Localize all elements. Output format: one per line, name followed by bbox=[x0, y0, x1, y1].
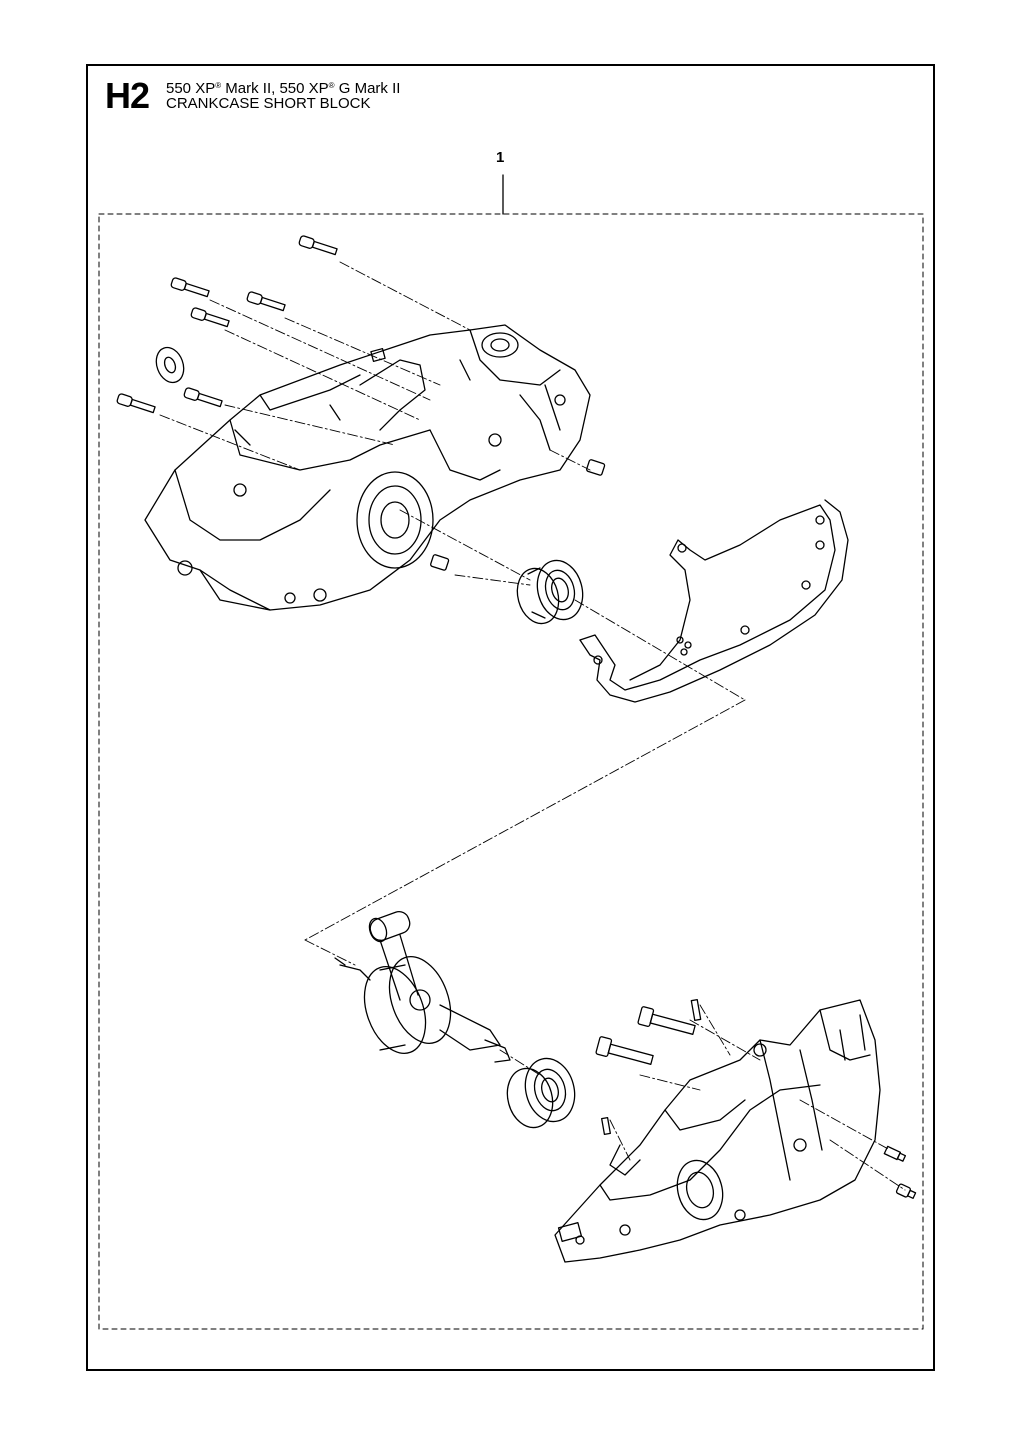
crankshaft bbox=[334, 910, 511, 1063]
crankcase-half-upper bbox=[144, 324, 591, 611]
section-code: H2 bbox=[105, 75, 150, 116]
model-part-1: 550 XP bbox=[166, 80, 216, 97]
page-title: CRANKCASE SHORT BLOCK bbox=[166, 95, 371, 112]
model-part-2: Mark II, 550 XP bbox=[221, 80, 329, 97]
assembly-lines bbox=[159, 261, 906, 1191]
main-bearing-upper bbox=[516, 559, 584, 625]
bolt-group-lower bbox=[595, 998, 917, 1199]
main-bearing-lower bbox=[506, 1057, 576, 1129]
registered-mark-1: ® bbox=[215, 81, 222, 90]
crankcase-half-lower bbox=[554, 999, 881, 1263]
callout-1: 1 bbox=[496, 149, 505, 166]
bolt-group-upper bbox=[116, 235, 338, 414]
dowel-pin-1 bbox=[586, 459, 606, 476]
assembly-boundary bbox=[98, 213, 924, 1330]
dowel-pin-2 bbox=[430, 554, 450, 571]
model-part-3: G Mark II bbox=[334, 80, 401, 97]
registered-mark-2: ® bbox=[328, 81, 335, 90]
washer bbox=[155, 346, 185, 384]
model-line: 550 XP® Mark II, 550 XP® G Mark II bbox=[166, 77, 400, 97]
gasket bbox=[579, 499, 849, 703]
drawing-frame bbox=[86, 64, 935, 1371]
